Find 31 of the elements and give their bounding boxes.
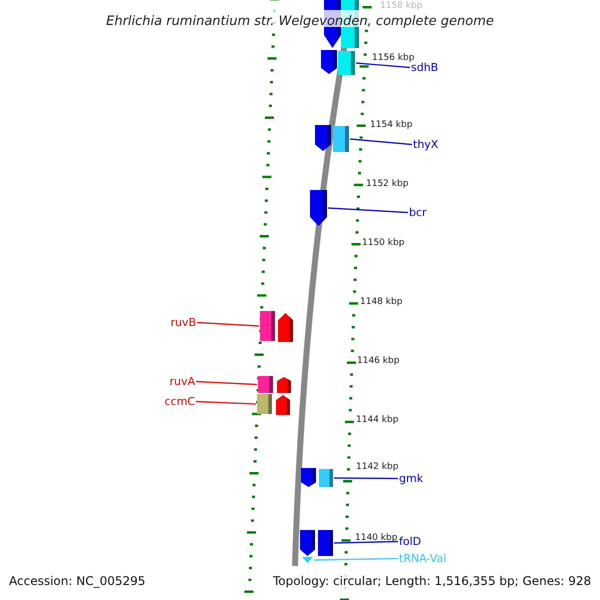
position-label: 1144 kbp bbox=[356, 415, 398, 426]
summary-text: Topology: circular; Length: 1,516,355 bp; Genes: 928 bbox=[271, 574, 594, 589]
leader-line bbox=[356, 62, 410, 68]
position-label: 1148 kbp bbox=[360, 297, 402, 308]
gene-label: bcr bbox=[409, 206, 427, 219]
position-label: 1142 kbp bbox=[356, 462, 398, 473]
leader-line bbox=[350, 138, 412, 146]
leader-line bbox=[314, 558, 398, 561]
position-label: 1146 kbp bbox=[357, 356, 400, 367]
position-label: 1152 kbp bbox=[366, 179, 408, 190]
accession-text: Accession: NC_005295 bbox=[7, 574, 148, 589]
position-label: 1140 kbp bbox=[355, 533, 398, 544]
position-label: 1158 kbp bbox=[380, 1, 422, 12]
gene-label: ruvB bbox=[170, 316, 196, 329]
leader-line bbox=[196, 400, 256, 405]
position-label: 1154 kbp bbox=[370, 120, 412, 131]
gene-label: ccmC bbox=[164, 395, 195, 408]
leader-line bbox=[334, 477, 398, 480]
leader-line bbox=[196, 380, 258, 386]
gene-label: thyX bbox=[413, 138, 438, 151]
gene-label: tRNA-Val bbox=[399, 552, 446, 565]
gene-label: gmk bbox=[399, 472, 424, 485]
gene-label: folD bbox=[399, 535, 422, 548]
leader-line bbox=[328, 207, 408, 214]
gene-label: ruvA bbox=[169, 375, 195, 388]
title: Ehrlichia ruminantium str. Welgevonden, complete genome bbox=[106, 14, 494, 29]
position-label: 1150 kbp bbox=[362, 238, 404, 249]
position-label: 1156 kbp bbox=[372, 53, 414, 63]
leader-line bbox=[196, 322, 260, 327]
gene-label: sdhB bbox=[411, 61, 438, 74]
leader-line bbox=[334, 540, 398, 544]
